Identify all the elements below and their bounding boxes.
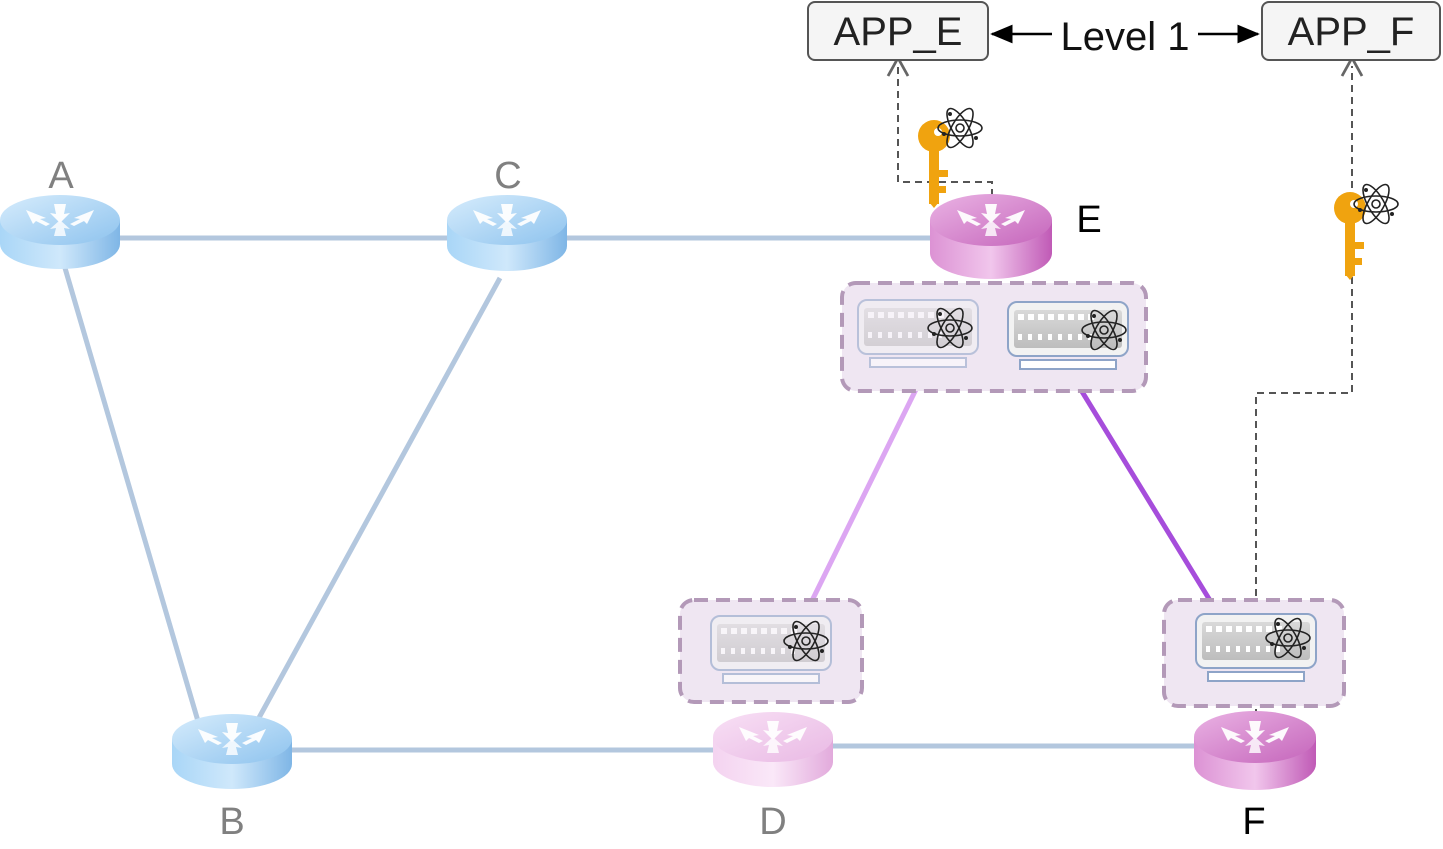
router-a[interactable]	[0, 195, 120, 269]
quantum-link-e-d	[797, 363, 931, 627]
key-icon	[1334, 192, 1366, 280]
app-e-box[interactable]: APP_E	[807, 1, 989, 61]
node-label-a: A	[48, 155, 74, 197]
link-c-b	[252, 276, 503, 727]
quantum-links	[797, 363, 1225, 627]
quantum-key-e	[918, 104, 983, 208]
qkd-group-d	[678, 598, 864, 704]
qkd-group-f	[1162, 598, 1346, 708]
node-label-e: E	[1076, 199, 1101, 241]
node-label-b: B	[219, 801, 244, 843]
router-d[interactable]	[713, 712, 833, 787]
node-label-d: D	[759, 801, 786, 843]
quantum-key-f	[1334, 180, 1399, 280]
app-f-label: APP_F	[1288, 10, 1415, 54]
router-c[interactable]	[447, 195, 567, 271]
router-b[interactable]	[172, 714, 292, 789]
qkd-group-e	[840, 281, 1148, 393]
level-label: Level 1	[1061, 15, 1190, 59]
level-connector: Level 1	[990, 15, 1260, 59]
link-a-b	[62, 267, 203, 729]
classical-links	[62, 235, 1200, 753]
app-e-label: APP_E	[834, 10, 963, 54]
router-f[interactable]	[1194, 711, 1316, 790]
app-f-box[interactable]: APP_F	[1261, 1, 1441, 61]
node-label-f: F	[1242, 801, 1265, 843]
router-e[interactable]	[930, 194, 1052, 279]
key-delivery-path-e	[886, 55, 993, 196]
node-label-c: C	[494, 155, 521, 197]
quantum-link-e-f	[1067, 370, 1225, 622]
